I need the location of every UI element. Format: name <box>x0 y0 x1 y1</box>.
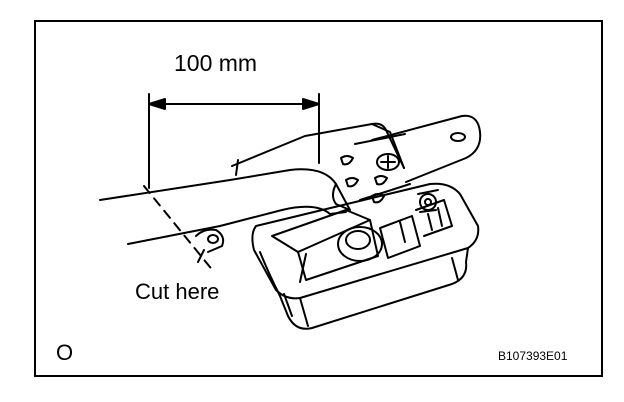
figure-frame <box>34 20 603 377</box>
cut-here-label: Cut here <box>135 279 220 304</box>
dimension-arrow-left <box>148 98 166 110</box>
bracket <box>231 114 482 204</box>
cut-line <box>143 185 215 273</box>
corner-mark: O <box>56 340 74 365</box>
gear-icon <box>337 226 383 262</box>
mechanism <box>271 189 453 283</box>
bolt-icon <box>419 193 437 211</box>
dimension-label: 100 mm <box>174 50 258 76</box>
dimension-arrow-right <box>302 98 320 110</box>
tray <box>251 182 480 330</box>
figure-code: B107393E01 <box>498 349 568 363</box>
clip <box>195 228 225 263</box>
cable <box>99 168 351 245</box>
screw-icon <box>376 153 400 171</box>
